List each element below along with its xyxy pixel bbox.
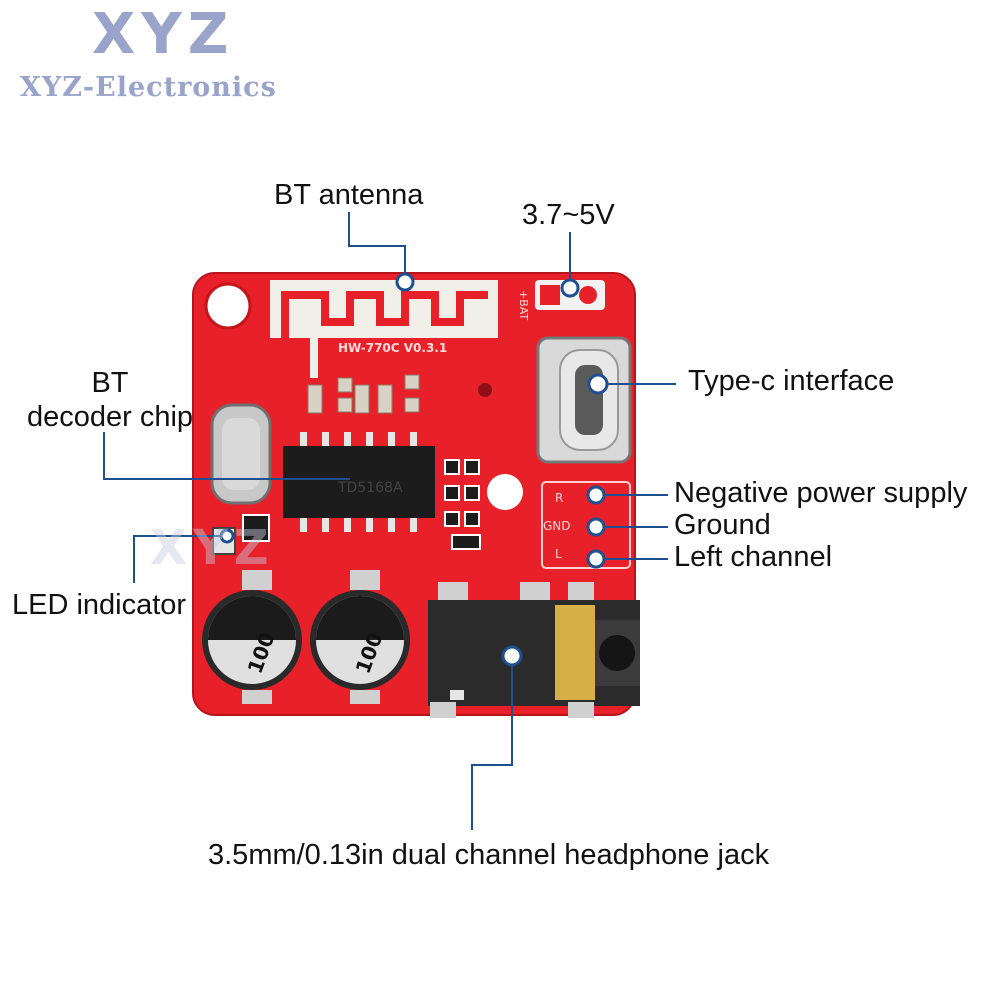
mounting-hole <box>204 282 252 330</box>
capacitor-left <box>202 570 302 704</box>
callout-negative-power: Negative power supply <box>674 477 968 509</box>
decoder-chip-pins <box>300 432 417 532</box>
pin-label-l: L <box>555 547 562 561</box>
callout-voltage: 3.7~5V <box>522 199 615 231</box>
callout-bt-antenna: BT antenna <box>274 179 424 211</box>
decoder-chip <box>283 446 435 518</box>
callout-dots <box>219 272 609 667</box>
bt-antenna-trace <box>281 291 488 355</box>
watermark-overlay: XYZ <box>150 520 275 576</box>
pin-label-r: R <box>555 491 563 505</box>
callout-lines <box>103 212 676 830</box>
silkscreen-bat: +BAT <box>517 290 530 320</box>
callout-left-channel: Left channel <box>674 541 833 573</box>
chip-marking: TD5168A <box>337 480 403 496</box>
brand-name: XYZ-Electronics <box>20 72 277 103</box>
pin-label-gnd: GND <box>543 519 571 533</box>
silkscreen-model: HW-770C V0.3.1 <box>338 341 447 355</box>
callout-type-c: Type-c interface <box>688 365 895 397</box>
capacitor-right <box>310 570 410 704</box>
callout-led-indicator: LED indicator <box>12 589 187 621</box>
callout-headphone-jack: 3.5mm/0.13in dual channel headphone jack <box>208 839 770 871</box>
callout-bt-decoder-line1: BT <box>91 367 129 399</box>
callout-bt-decoder-line2: decoder chip <box>26 401 194 433</box>
callout-ground: Ground <box>674 509 771 541</box>
brand-logo: XYZ <box>92 2 235 67</box>
